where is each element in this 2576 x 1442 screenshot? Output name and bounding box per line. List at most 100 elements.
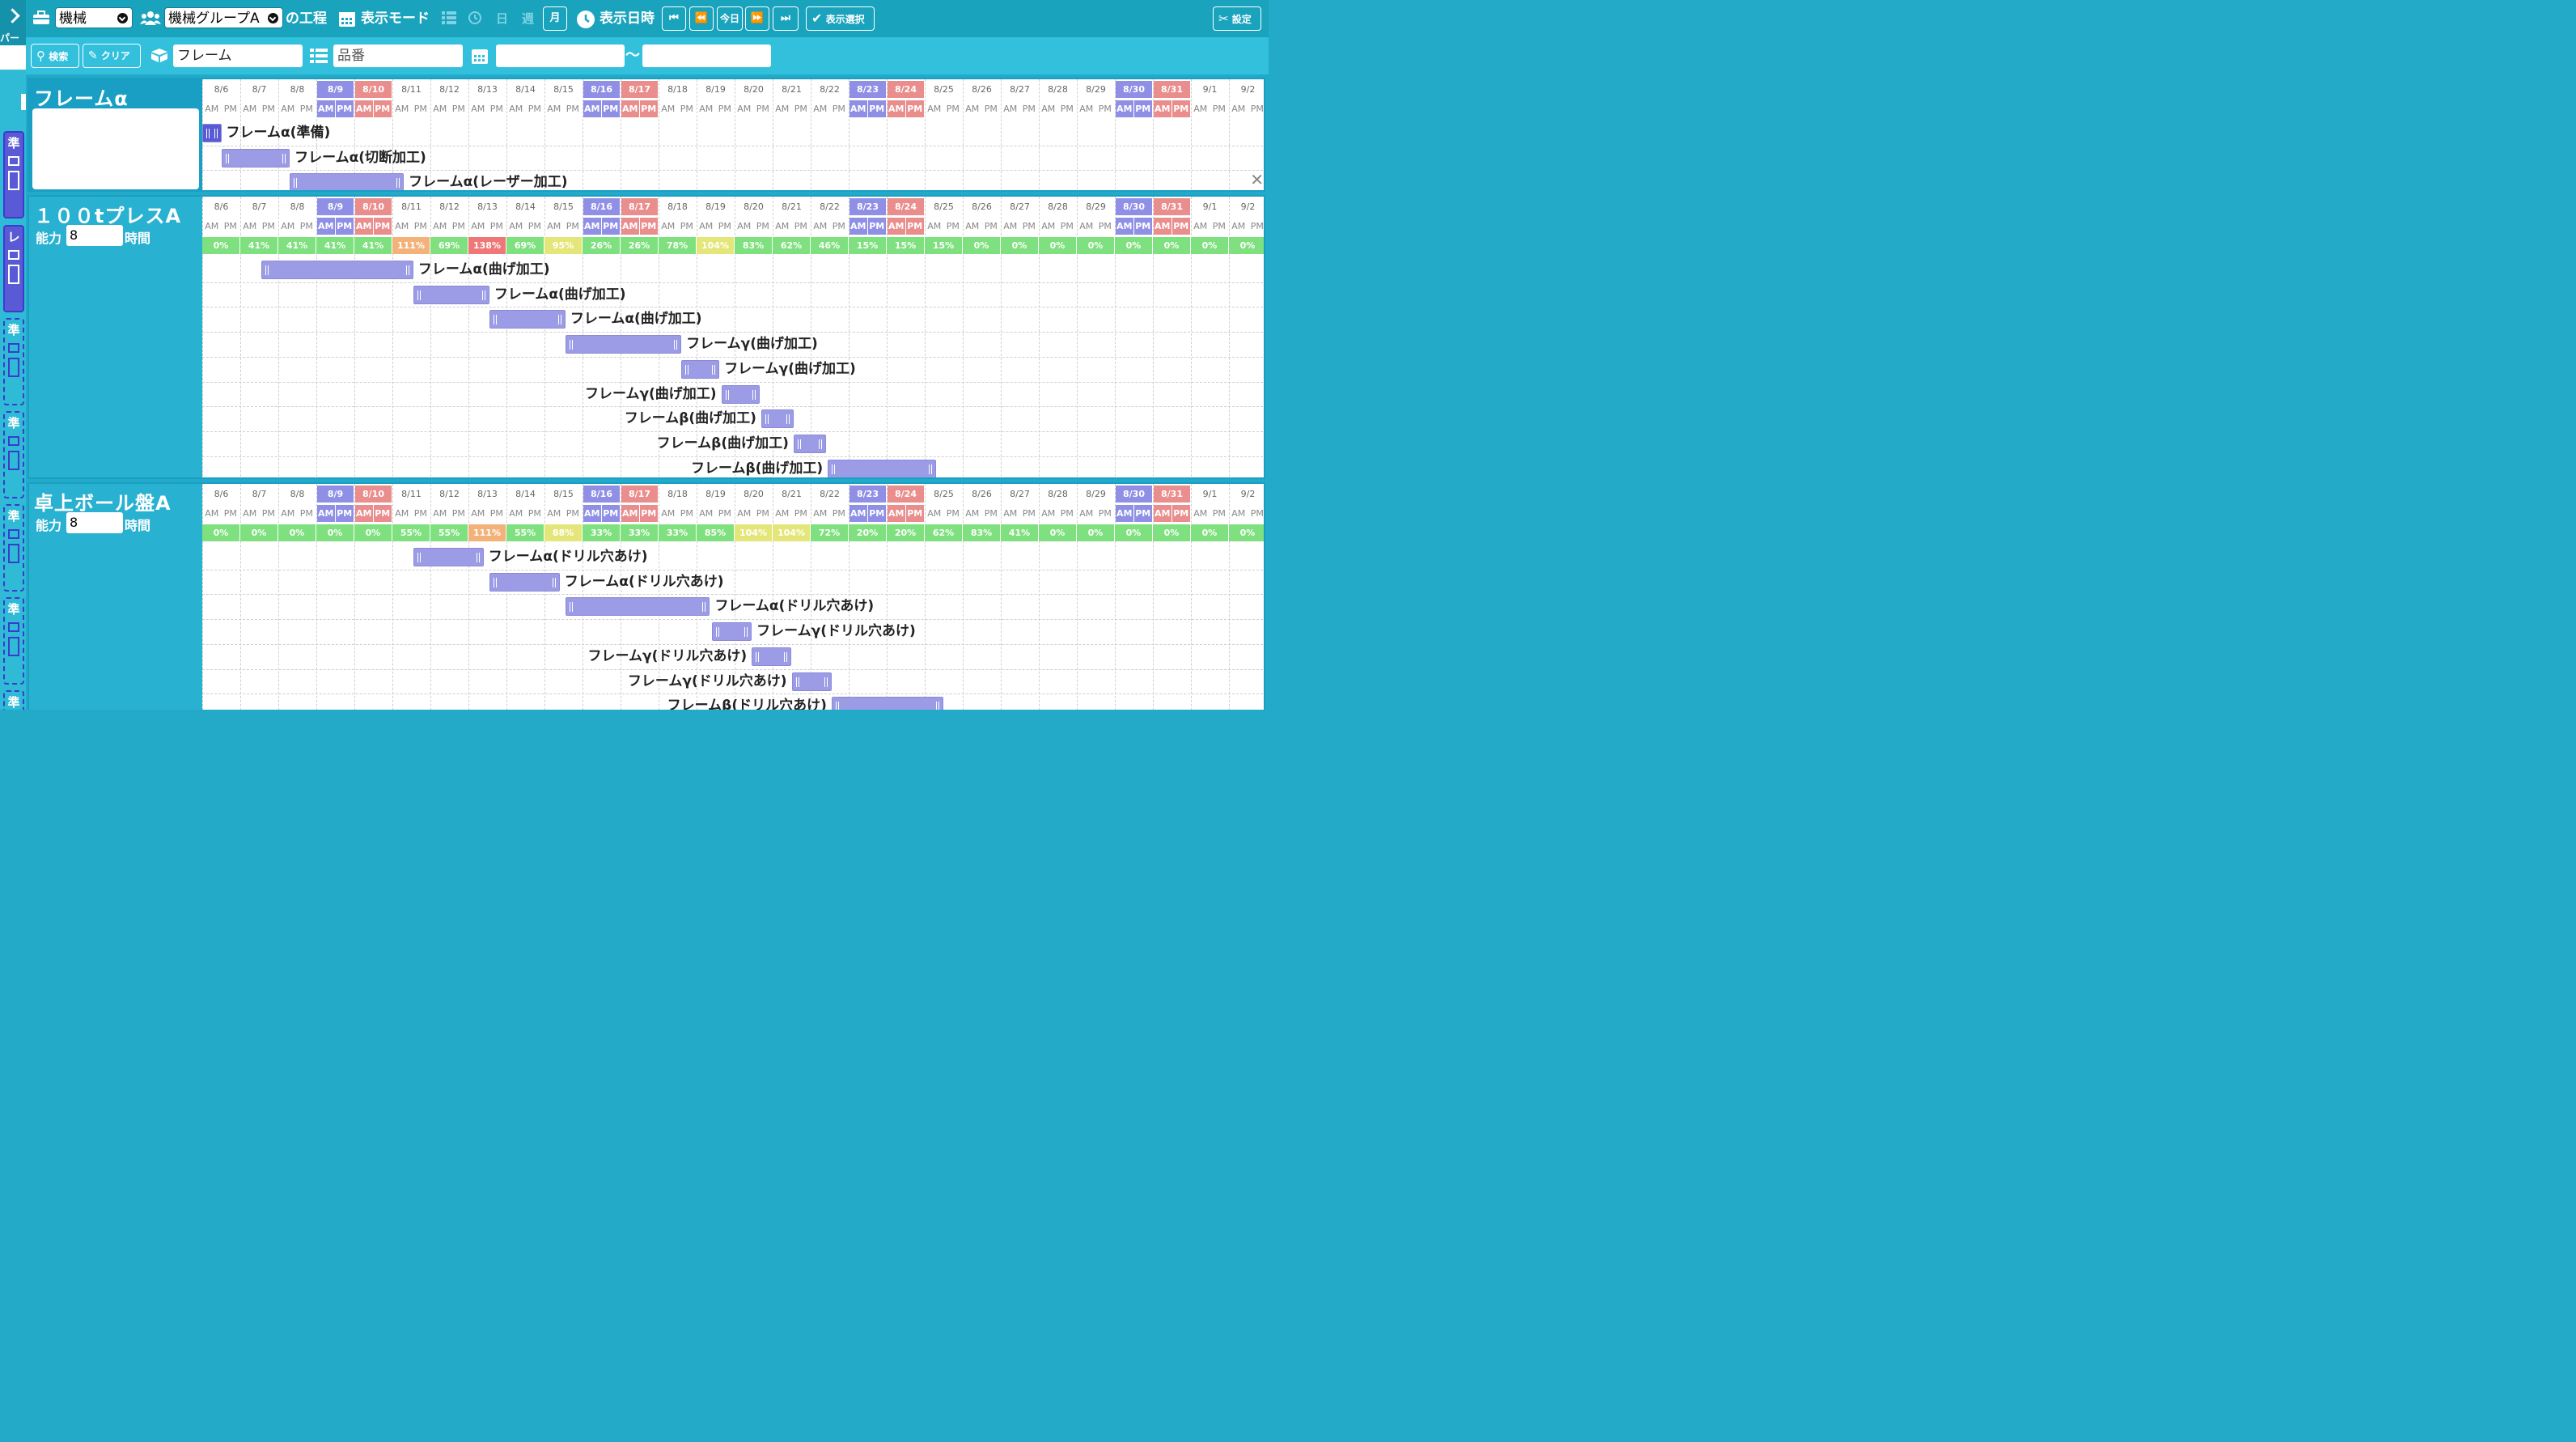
pm-cell: PM bbox=[718, 508, 731, 519]
row-gridline bbox=[202, 170, 1264, 172]
task-bar[interactable] bbox=[721, 384, 760, 404]
left-mini-panel[interactable]: 準 bbox=[3, 504, 24, 592]
next-button[interactable]: ⏩ bbox=[745, 6, 769, 31]
task-bar[interactable] bbox=[290, 173, 405, 190]
day-gridline bbox=[1001, 484, 1002, 710]
date-header-cell: 8/19 bbox=[705, 201, 726, 212]
left-mini-panel[interactable]: 準 bbox=[3, 318, 24, 405]
capacity-label: 能力 bbox=[36, 231, 62, 246]
list-view-icon[interactable] bbox=[441, 10, 457, 29]
item-name-input[interactable]: フレーム bbox=[173, 45, 303, 67]
pm-cell: PM bbox=[566, 104, 579, 114]
date-header-cell: 8/16 bbox=[583, 81, 620, 98]
date-header-cell: 8/15 bbox=[553, 201, 574, 212]
prev-button[interactable]: ⏪ bbox=[689, 6, 714, 31]
task-bar[interactable] bbox=[828, 459, 937, 477]
left-mini-panel-label: 準 bbox=[7, 602, 20, 617]
machine-group-select[interactable]: 機械グループA bbox=[164, 7, 283, 28]
task-bar[interactable] bbox=[413, 548, 484, 566]
capacity-input[interactable]: 8 bbox=[66, 512, 123, 533]
date-from-input[interactable] bbox=[496, 45, 625, 67]
am-cell: AM bbox=[471, 221, 485, 231]
month-view-button[interactable]: 月 bbox=[543, 6, 567, 31]
task-label: フレームα(ドリル穴あけ) bbox=[714, 598, 875, 615]
utilization-cell: 41% bbox=[316, 237, 354, 254]
close-icon[interactable]: ✕ bbox=[1250, 170, 1264, 189]
left-mini-panel[interactable]: 準 bbox=[3, 131, 24, 218]
row-gridline bbox=[202, 456, 1264, 457]
am-cell: AM bbox=[621, 218, 639, 235]
left-mini-panel[interactable]: 準 bbox=[3, 411, 24, 498]
task-bar[interactable] bbox=[793, 434, 826, 453]
clear-button[interactable]: ✎ クリア bbox=[83, 44, 141, 68]
task-bar[interactable] bbox=[261, 261, 413, 279]
task-bar[interactable] bbox=[711, 622, 752, 642]
day-gridline bbox=[240, 79, 241, 190]
task-bar[interactable] bbox=[565, 597, 710, 617]
settings-button[interactable]: ✂ 設定 bbox=[1213, 6, 1261, 31]
week-view-button[interactable]: 週 bbox=[522, 11, 535, 26]
task-bar[interactable] bbox=[831, 697, 944, 710]
day-gridline bbox=[925, 79, 926, 190]
day-view-button[interactable]: 日 bbox=[496, 11, 509, 26]
row-gridline bbox=[202, 643, 1264, 645]
row-gridline bbox=[202, 693, 1264, 695]
task-bar[interactable] bbox=[791, 672, 832, 691]
utilization-cell: 26% bbox=[621, 237, 659, 254]
task-bar[interactable] bbox=[413, 285, 489, 304]
section-note-area[interactable] bbox=[32, 108, 199, 189]
left-mini-panel[interactable]: 準 bbox=[3, 690, 24, 710]
pm-cell: PM bbox=[489, 221, 503, 231]
section-title: 卓上ボール盤A bbox=[34, 492, 172, 515]
am-cell: AM bbox=[509, 221, 523, 231]
task-bar[interactable] bbox=[489, 572, 560, 592]
date-header-cell: 8/27 bbox=[1010, 84, 1030, 95]
am-cell: AM bbox=[317, 505, 335, 522]
task-bar[interactable] bbox=[221, 148, 290, 168]
date-header-cell: 8/16 bbox=[583, 486, 620, 503]
pm-cell: PM bbox=[984, 104, 998, 114]
utilization-cell: 0% bbox=[1115, 524, 1153, 541]
today-button[interactable]: 今日 bbox=[717, 6, 743, 31]
left-mini-panel[interactable]: 準 bbox=[3, 597, 24, 685]
am-cell: AM bbox=[433, 104, 447, 114]
am-cell: AM bbox=[813, 221, 828, 231]
last-page-button[interactable]: ⏭ bbox=[773, 6, 799, 31]
part-number-input[interactable]: 品番 bbox=[333, 45, 463, 67]
day-gridline bbox=[1001, 79, 1002, 190]
pm-cell: PM bbox=[639, 505, 658, 522]
first-page-button[interactable]: ⏮ bbox=[662, 6, 686, 31]
task-bar[interactable] bbox=[202, 124, 222, 142]
date-header-cell: 8/8 bbox=[290, 489, 305, 499]
chevron-down-icon bbox=[268, 13, 278, 23]
am-cell: AM bbox=[1003, 104, 1018, 114]
utilization-cell: 55% bbox=[392, 524, 430, 541]
pm-cell: PM bbox=[223, 508, 237, 519]
left-mini-panel[interactable]: レ bbox=[3, 225, 24, 312]
search-button[interactable]: ⚲ 検索 bbox=[31, 44, 79, 68]
task-bar[interactable] bbox=[761, 409, 794, 429]
chevron-down-icon bbox=[117, 13, 128, 23]
history-icon[interactable] bbox=[467, 10, 483, 29]
task-bar[interactable] bbox=[489, 310, 566, 329]
task-label: フレームβ(曲げ加工) bbox=[656, 435, 789, 452]
capacity-input[interactable]: 8 bbox=[66, 225, 123, 246]
display-select-button[interactable]: ✔ 表示選択 bbox=[806, 6, 875, 31]
date-header-cell: 8/26 bbox=[972, 84, 992, 95]
pm-cell: PM bbox=[373, 218, 392, 235]
date-to-input[interactable] bbox=[642, 45, 771, 67]
pm-cell: PM bbox=[1060, 104, 1074, 114]
machine-select[interactable]: 機械 bbox=[55, 7, 133, 28]
part-tab[interactable]: パー bbox=[0, 31, 26, 45]
task-bar[interactable] bbox=[681, 359, 720, 379]
utilization-cell: 104% bbox=[735, 524, 773, 541]
machine-icon bbox=[32, 10, 51, 29]
pm-cell: PM bbox=[335, 505, 354, 522]
task-bar[interactable] bbox=[752, 647, 792, 666]
collapse-handle[interactable] bbox=[21, 94, 26, 110]
date-header-cell: 8/31 bbox=[1154, 198, 1190, 215]
tools-icon: ✂ bbox=[1218, 11, 1229, 26]
am-cell: AM bbox=[509, 508, 523, 519]
task-bar[interactable] bbox=[565, 335, 682, 354]
am-cell: AM bbox=[849, 218, 867, 235]
